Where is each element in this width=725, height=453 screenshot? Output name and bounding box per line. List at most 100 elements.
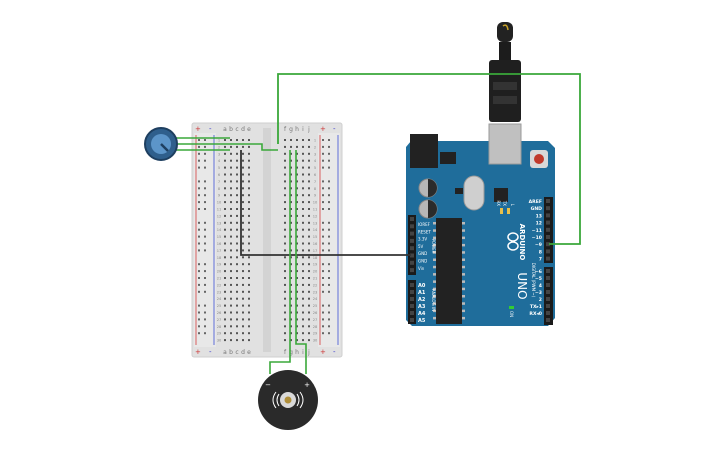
breadboard-row-label: 25 — [217, 304, 222, 308]
power-pin-label: IOREF — [418, 222, 431, 227]
digital-pin-label: ~11 — [532, 228, 542, 234]
breadboard-row-label: 5 — [314, 166, 316, 170]
digital-label: DIGITAL (PWM ~) — [531, 263, 536, 298]
potentiometer-knob-indicator — [160, 143, 169, 152]
breadboard-row-label: 14 — [217, 228, 222, 232]
wire-pot-2[interactable] — [176, 143, 278, 151]
breadboard-column-label: d — [241, 349, 245, 356]
breadboard-row-label: 24 — [217, 297, 222, 301]
wire-pin10-to-breadboard[interactable] — [277, 73, 581, 245]
breadboard-row-label: 6 — [218, 173, 221, 177]
power-pin-label: Vin — [418, 266, 425, 271]
breadboard-row-label: 25 — [313, 304, 318, 308]
rail-plus-top-left: + — [195, 125, 201, 133]
breadboard-row-label: 23 — [313, 290, 318, 294]
analog-pin-label: A0 — [418, 283, 426, 289]
breadboard-column-label: c — [235, 349, 238, 356]
rail-minus-bottom-right: - — [333, 348, 336, 356]
digital-pin-label: 2 — [539, 297, 542, 303]
breadboard-row-label: 13 — [313, 221, 318, 225]
breadboard-row-label: 7 — [314, 180, 316, 184]
power-pin-label: 3.3V — [418, 237, 427, 242]
digital-pin-label: AREF — [529, 199, 542, 205]
breadboard-row-label: 14 — [313, 228, 318, 232]
arduino-model-text: UNO — [515, 272, 529, 299]
breadboard-row-label: 16 — [217, 242, 222, 246]
breadboard-row-label: 2 — [218, 145, 220, 149]
breadboard-row-label: 10 — [217, 201, 222, 205]
power-pin-label: GND — [418, 259, 427, 264]
wire-buzzer-negative[interactable] — [269, 150, 291, 374]
wire-buzzer-positive[interactable] — [295, 150, 307, 374]
breadboard-column-label: e — [247, 349, 251, 356]
breadboard-row-label: 19 — [217, 263, 222, 267]
breadboard-row-label: 30 — [313, 339, 318, 343]
arduino-uno-board[interactable]: IOREFRESET3.3V5VGNDGNDVinA0A1A2A3A4A5ARE… — [406, 22, 555, 326]
power-header — [408, 215, 416, 275]
breadboard-row-label: 21 — [313, 277, 318, 281]
digital-pin-label: ~9 — [535, 242, 542, 248]
analog-pin-label: A4 — [418, 311, 426, 317]
rx-label: RX — [496, 200, 501, 206]
usb-port — [488, 123, 522, 165]
breadboard-column-label: a — [223, 126, 227, 133]
analog-pin-label: A1 — [418, 290, 426, 296]
breadboard-row-label: 7 — [218, 180, 220, 184]
breadboard-row-label: 30 — [217, 339, 222, 343]
digital-pin-label: 4 — [539, 283, 542, 289]
buzzer-plus-label: + — [304, 381, 310, 389]
speaker-icon — [272, 391, 304, 409]
rail-minus-top-left: - — [209, 125, 212, 133]
breadboard-row-label: 1 — [314, 139, 316, 143]
breadboard-row-label: 22 — [217, 283, 222, 287]
breadboard-row-label: 8 — [314, 187, 317, 191]
breadboard-row-label: 28 — [217, 325, 222, 329]
wire-gnd-to-arduino[interactable] — [240, 150, 411, 256]
breadboard-row-label: 28 — [313, 325, 318, 329]
breadboard-row-label: 1 — [218, 139, 220, 143]
power-pin-label: RESET — [418, 229, 431, 234]
breadboard-column-label: f — [284, 126, 287, 133]
digital-pin-label: ~3 — [535, 290, 542, 296]
breadboard-column-label: e — [247, 126, 251, 133]
breadboard-row-label: 3 — [314, 152, 316, 156]
rail-plus-bottom-right: + — [320, 348, 326, 356]
breadboard-column-label: i — [302, 349, 304, 356]
breadboard-row-label: 20 — [313, 270, 318, 274]
breadboard-column-label: i — [302, 126, 304, 133]
breadboard-row-label: 10 — [313, 201, 318, 205]
breadboard-row-label: 9 — [314, 194, 317, 198]
digital-pin-label: 12 — [536, 221, 542, 227]
rail-minus-bottom-left: - — [209, 348, 212, 356]
breadboard-row-label: 11 — [217, 208, 222, 212]
piezo-buzzer[interactable]: − + — [258, 370, 318, 430]
rail-plus-top-right: + — [320, 125, 326, 133]
breadboard-row-label: 2 — [314, 145, 316, 149]
breadboard-row-label: 6 — [314, 173, 317, 177]
analog-pin-label: A3 — [418, 304, 426, 310]
breadboard-row-label: 19 — [313, 263, 318, 267]
breadboard-column-label: h — [295, 349, 299, 356]
on-label: ON — [509, 311, 514, 317]
rail-plus-bottom-left: + — [195, 348, 201, 356]
breadboard-row-label: 21 — [217, 277, 222, 281]
digital-pin-label: RX◂0 — [529, 311, 542, 317]
digital-pin-label: 13 — [536, 213, 542, 219]
breadboard-row-label: 17 — [217, 249, 222, 253]
breadboard-row-label: 16 — [313, 242, 318, 246]
potentiometer[interactable] — [144, 127, 178, 161]
arduino-infinity-logo — [507, 232, 519, 251]
breadboard-row-label: 8 — [218, 187, 221, 191]
breadboard-row-label: 26 — [313, 311, 318, 315]
atmega-chip — [436, 218, 462, 324]
digital-pin-label: ~10 — [532, 235, 542, 241]
breadboard-row-label: 20 — [217, 270, 222, 274]
digital-pin-label: ~6 — [535, 269, 542, 275]
analog-label: ANALOG IN — [431, 289, 436, 311]
breadboard-column-label: j — [307, 126, 310, 133]
digital-pin-label: ~5 — [535, 276, 542, 282]
breadboard-row-label: 17 — [313, 249, 318, 253]
analog-pin-label: A5 — [418, 318, 426, 324]
breadboard-row-label: 18 — [313, 256, 318, 260]
